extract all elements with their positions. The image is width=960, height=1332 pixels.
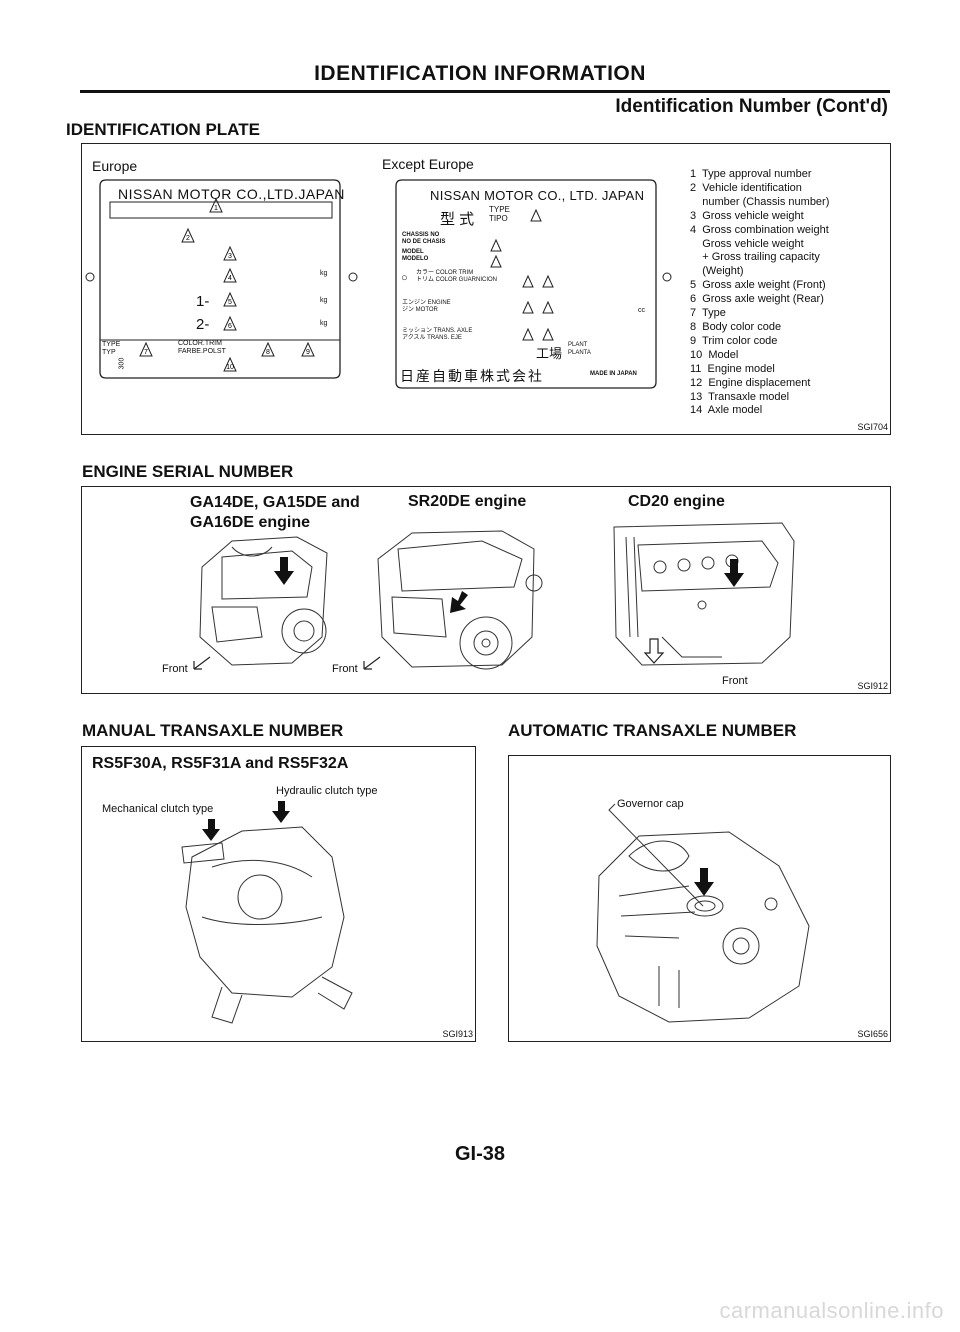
legend-item: number (Chassis number) [690,195,830,208]
legend-item: (Weight) [690,265,744,278]
except-europe-type-jp: 型 式 [440,211,475,228]
europe-color-trim-label: COLOR.TRIM FARBE.POLST [178,340,226,355]
svg-text:7: 7 [144,349,148,356]
sr-front-label: Front [332,663,358,675]
svg-text:8: 8 [266,349,270,356]
legend-item: 3 Gross vehicle weight [690,209,804,222]
legend-item: 8 Body color code [690,320,782,333]
except-europe-plant-jp: 工場 [536,346,563,361]
header-rule [80,90,890,93]
except-europe-type-label: TYPE TIPO [489,205,510,223]
page-header-subtitle: Identification Number (Cont'd) [615,96,888,117]
manual-transaxle-heading: MANUAL TRANSAXLE NUMBER [82,721,344,740]
ga-engine-label: GA14DE, GA15DE and GA16DE engine [190,494,360,531]
page-number: GI-38 [454,1143,506,1165]
europe-label: Europe [92,158,138,174]
mechanical-clutch-label: Mechanical clutch type [102,803,214,815]
engine-serial-figure: GA14DE, GA15DE and GA16DE engine SR20DE … [81,486,891,694]
legend-item: 14 Axle model [690,404,763,417]
automatic-transaxle-figure: Governor cap SGI656 [508,755,891,1042]
engine-illustrations [193,522,795,670]
legend-item: 6 Gross axle weight (Rear) [690,293,824,306]
automatic-transaxle-illustration [596,803,810,1023]
svg-text:1: 1 [214,205,218,212]
except-europe-engine-label: エンジン ENGINE ジン MOTOR [402,300,451,313]
legend-item: 5 Gross axle weight (Front) [690,279,826,292]
identification-plate-figure: Europe Except Europe 1 2 3 4 5 6 7 8 9 10 NISS… [81,143,891,435]
except-europe-made-in: MADE IN JAPAN [590,371,637,377]
europe-type-label: TYPE TYP [102,341,121,356]
except-europe-chassis-label: CHASSIS NO NO DE CHASIS [402,232,446,245]
figure-id: SGI912 [857,681,888,691]
ga-front-label: Front [162,663,188,675]
svg-text:9: 9 [306,349,310,356]
manual-transaxle-illustration [181,801,353,1024]
europe-row1: 1- [196,293,210,310]
engine-serial-heading: ENGINE SERIAL NUMBER [82,462,294,481]
except-europe-model-label: MODEL MODELO [402,249,429,262]
europe-plate-outline: 1 2 3 4 5 6 7 8 9 10 [85,179,358,379]
svg-text:4: 4 [228,275,232,282]
except-europe-label: Except Europe [382,156,474,172]
governor-cap-label: Governor cap [617,798,684,810]
svg-text:2: 2 [186,235,190,242]
europe-kg-2: kg [320,297,328,304]
europe-kg-3: kg [320,320,328,327]
legend-item: 4 Gross combination weight [690,223,829,236]
legend-item: 11 Engine model [690,362,775,375]
except-europe-color-trim-label: カラー COLOR TRIM トリム COLOR GUARNICION [416,270,498,283]
page-header-title: IDENTIFICATION INFORMATION [314,62,646,85]
manual-transaxle-figure: RS5F30A, RS5F31A and RS5F32A Hydraulic c… [81,746,476,1042]
legend-item: + Gross trailing capacity [690,251,820,264]
europe-maker: NISSAN MOTOR CO.,LTD.JAPAN [118,186,345,202]
figure-id: SGI913 [442,1029,473,1039]
automatic-transaxle-heading: AUTOMATIC TRANSAXLE NUMBER [508,721,797,740]
legend-item: 9 Trim color code [690,334,778,347]
figure-id: SGI704 [857,422,888,432]
plate-legend: 1 Type approval number 2 Vehicle identif… [690,168,829,418]
except-europe-plate-outline [395,179,672,389]
legend-item: 12 Engine displacement [690,376,811,389]
svg-text:5: 5 [228,299,232,306]
watermark: carmanualsonline.info [719,1298,944,1323]
svg-text:10: 10 [226,364,234,371]
svg-text:6: 6 [228,323,232,330]
cd-engine-label: CD20 engine [628,493,725,510]
europe-row2: 2- [196,316,210,333]
hydraulic-clutch-label: Hydraulic clutch type [276,785,378,797]
except-europe-bottom-jp: 日産自動車株式会社 [400,368,544,384]
legend-item: Gross vehicle weight [690,237,804,250]
except-europe-maker: NISSAN MOTOR CO., LTD. JAPAN [430,188,645,203]
figure-id: SGI656 [857,1029,888,1039]
legend-item: 10 Model [690,348,739,361]
cd-front-label: Front [722,675,748,687]
svg-text:3: 3 [228,253,232,260]
except-europe-cc: cc [638,307,645,314]
europe-kg-1: kg [320,270,328,277]
sr-engine-label: SR20DE engine [408,493,527,510]
identification-plate-heading: IDENTIFICATION PLATE [66,120,260,139]
except-europe-trans-label: ミッション TRANS. AXLE アクスル TRANS. EJE [402,328,473,341]
manual-transaxle-models: RS5F30A, RS5F31A and RS5F32A [92,755,349,772]
legend-item: 13 Transaxle model [690,390,790,403]
except-europe-plant-label: PLANT PLANTA [568,342,591,356]
legend-item: 2 Vehicle identification [690,181,802,194]
legend-item: 1 Type approval number [690,168,812,180]
legend-item: 7 Type [690,307,726,320]
except-europe-hole: ○ [401,272,408,284]
